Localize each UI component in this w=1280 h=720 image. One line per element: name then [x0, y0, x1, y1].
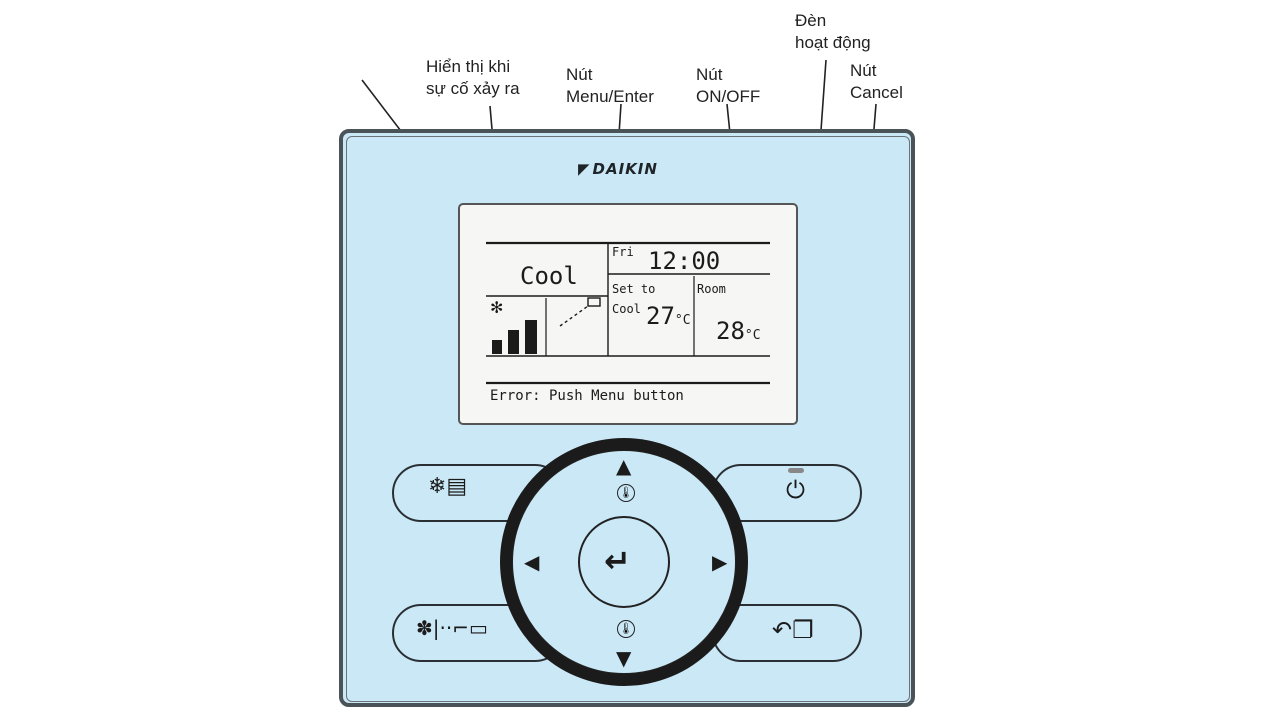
lcd-day: Fri [612, 245, 634, 259]
remote-controller-inner-border [346, 136, 910, 702]
callout-cancel-line2: Cancel [850, 83, 903, 102]
lcd-set-temp-unit: °C [674, 313, 691, 328]
lcd-set-temp-value: 27 [646, 302, 675, 330]
lcd-error-message: Error: Push Menu button [490, 388, 684, 404]
lcd-set-temp: 27°C [646, 302, 691, 330]
triangle-right-icon: ▶ [712, 550, 728, 574]
lcd-room-temp: 28°C [716, 317, 761, 345]
fan-icon: ✻ [490, 298, 504, 317]
back-arrow-screens-icon: ↶❐ [772, 616, 814, 644]
callout-error-display-line1: Hiển thị khi [426, 57, 511, 76]
up-button[interactable]: ▲ [616, 454, 631, 478]
snowflake-sun-louver-icon: ❄▤ [428, 474, 468, 499]
right-button[interactable]: ▶ [712, 550, 727, 574]
callout-cancel-line1: Nút [850, 61, 877, 80]
callout-on-off-line2: ON/OFF [696, 87, 761, 106]
callout-operation-lamp: Đèn hoạt động [795, 10, 871, 54]
callout-error-display-line2: sự cố xảy ra [426, 79, 520, 98]
callout-menu-enter-line2: Menu/Enter [566, 87, 654, 106]
callout-menu-enter-line1: Nút [566, 65, 593, 84]
left-button[interactable]: ◀ [524, 550, 539, 574]
brand-name: DAIKIN [592, 160, 658, 178]
lcd-room-temp-unit: °C [744, 328, 761, 343]
menu-enter-button[interactable]: ↵ [578, 516, 670, 608]
temp-down-thermometer-icon: 🌡 [617, 620, 635, 638]
callout-operation-lamp-line2: hoạt động [795, 33, 871, 52]
daikin-logo-icon: ◤ [578, 160, 591, 178]
temp-up-thermometer-icon: 🌡 [617, 484, 635, 502]
lcd-room-label: Room [697, 282, 726, 296]
lcd-time: 12:00 [648, 247, 721, 275]
triangle-up-icon: ▲ [616, 454, 632, 478]
callout-menu-enter: Nút Menu/Enter [566, 64, 654, 108]
lcd-screen [458, 203, 798, 425]
airflow-direction-indicator [559, 297, 601, 327]
operation-lamp [788, 468, 804, 473]
brand-logo: ◤DAIKIN [578, 160, 658, 178]
down-button[interactable]: ▼ [616, 646, 631, 670]
callout-cancel: Nút Cancel [850, 60, 903, 104]
fan-speed-bars [492, 320, 537, 354]
lcd-set-to-mode: Cool [612, 302, 641, 316]
callout-on-off: Nút ON/OFF [696, 64, 760, 108]
fan-airflow-icon: ✽|··⌐▭ [416, 616, 488, 640]
lcd-set-to-label: Set to [612, 282, 656, 296]
return-arrow-icon: ↵ [604, 542, 631, 580]
callout-operation-lamp-line1: Đèn [795, 11, 827, 30]
callout-on-off-line1: Nút [696, 65, 723, 84]
lcd-mode: Cool [520, 262, 578, 290]
lcd-room-temp-value: 28 [716, 317, 745, 345]
power-icon: ⏻ [786, 476, 805, 504]
triangle-down-icon: ▼ [616, 646, 632, 670]
triangle-left-icon: ◀ [524, 550, 540, 574]
callout-error-display: Hiển thị khi sự cố xảy ra [426, 56, 520, 100]
